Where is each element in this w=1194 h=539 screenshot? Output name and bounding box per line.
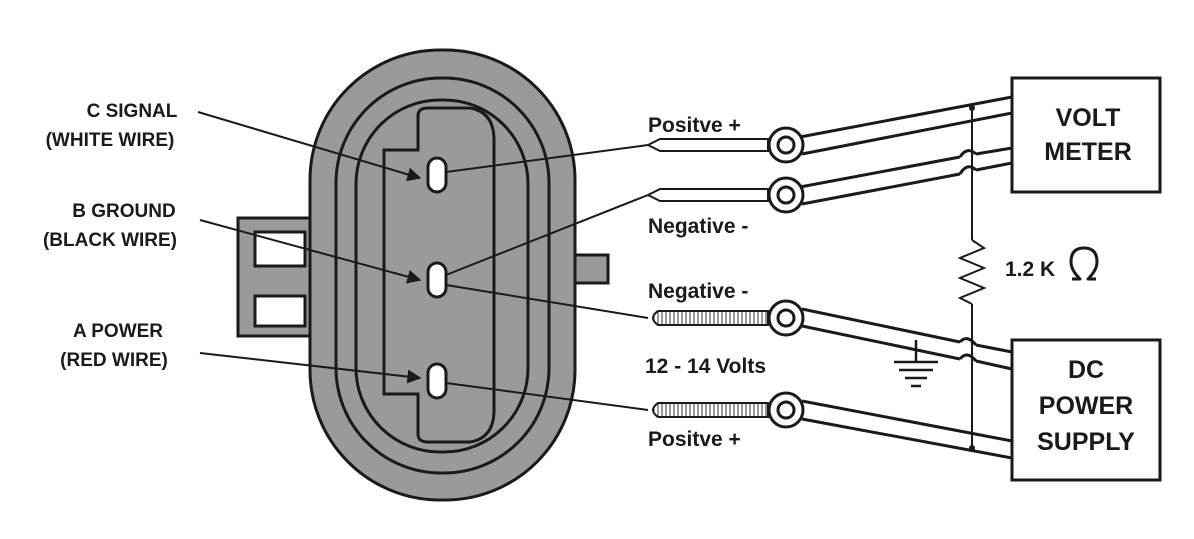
power-supply-label-line3: SUPPLY — [1037, 428, 1135, 456]
pin-a-arrow — [199, 352, 422, 384]
dc-power-supply: DC POWER SUPPLY — [1010, 338, 1162, 482]
pin-label-b: B GROUND (BLACK WIRE) — [43, 201, 177, 251]
label-bottom-positive: Positve + — [648, 428, 741, 451]
connector-ring-outer — [334, 76, 551, 475]
label-top-positive: Positve + — [648, 114, 741, 137]
connector-ring-inner — [354, 98, 530, 454]
resistor-zigzag — [957, 239, 987, 305]
wire-pin-c-to-top-positive-probe — [445, 144, 649, 173]
probe-bottom-positive — [652, 391, 805, 429]
wire-pin-b-to-top-negative-probe — [445, 194, 649, 276]
junction-dot-top — [969, 105, 975, 111]
connector — [236, 48, 610, 502]
volt-meter: VOLT METER — [1010, 76, 1162, 194]
pin-label-c: C SIGNAL (WHITE WIRE) — [46, 101, 178, 151]
pin-a — [426, 362, 448, 400]
pin-label-a-line2: (RED WIRE) — [60, 350, 168, 371]
label-bottom-negative: Negative - — [648, 280, 748, 303]
ground-symbol-icon — [894, 340, 938, 388]
connector-lock-tab — [236, 216, 322, 338]
pin-label-b-line1: B GROUND — [72, 201, 175, 222]
pin-c — [426, 156, 448, 194]
pin-b-arrow — [199, 219, 422, 284]
pin-label-a: A POWER (RED WIRE) — [60, 321, 168, 371]
label-top-negative: Negative - — [648, 215, 748, 238]
pin-b — [426, 261, 448, 299]
power-supply-label-line2: POWER — [1039, 392, 1133, 420]
probe-top-negative — [645, 176, 805, 214]
volt-meter-label-line2: METER — [1044, 138, 1132, 166]
pin-label-c-line1: C SIGNAL — [87, 101, 178, 122]
lead-bottom-positive-to-power-supply — [801, 399, 1013, 460]
wire-pin-b-to-bottom-negative-probe — [445, 284, 649, 319]
volt-meter-label-line1: VOLT — [1056, 104, 1121, 132]
pin-label-c-line2: (WHITE WIRE) — [46, 130, 175, 151]
lead-bottom-negative-to-power-supply — [801, 307, 1013, 371]
lead-top-positive-to-volt-meter — [799, 95, 1013, 156]
lead-top-negative-to-volt-meter — [799, 146, 1013, 206]
junction-dot-bottom — [969, 445, 975, 451]
pin-label-a-line1: A POWER — [73, 321, 163, 342]
pin-label-b-line2: (BLACK WIRE) — [43, 230, 177, 251]
label-voltage: 12 - 14 Volts — [645, 355, 766, 378]
wire-pin-a-to-bottom-positive-probe — [445, 382, 649, 411]
resistor-branch — [957, 108, 987, 448]
probe-top-positive — [645, 126, 805, 164]
ohm-symbol-icon — [1069, 246, 1099, 281]
resistor-value-label: 1.2 K — [1005, 258, 1055, 281]
pin-c-arrow — [197, 111, 422, 182]
probe-bottom-negative — [652, 299, 805, 337]
power-supply-label-line1: DC — [1068, 356, 1104, 384]
